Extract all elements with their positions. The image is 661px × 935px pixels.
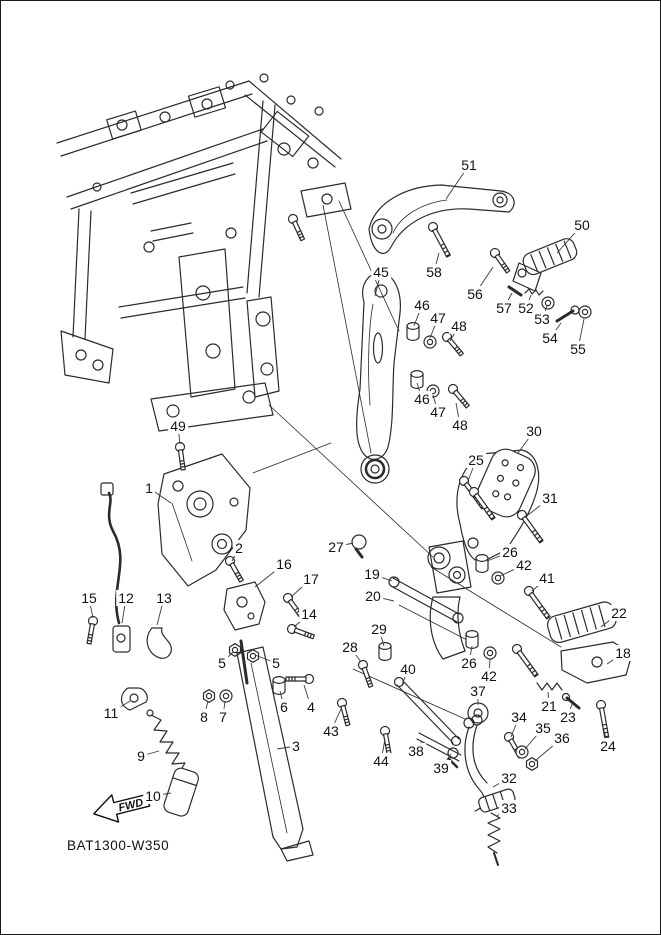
callout-11: 11 [101, 704, 121, 722]
callout-47: 47 [428, 309, 448, 327]
callout-18: 18 [613, 644, 633, 662]
callout-42: 42 [514, 556, 534, 574]
callout-31: 31 [540, 489, 560, 507]
footrest-50 [488, 238, 592, 323]
callout-28: 28 [340, 638, 360, 656]
callout-49: 49 [168, 417, 188, 435]
callout-34: 34 [509, 708, 529, 726]
callout-8: 8 [198, 708, 210, 726]
callout-39: 39 [431, 759, 451, 777]
callout-47: 47 [428, 403, 448, 421]
callout-13: 13 [154, 589, 174, 607]
callout-38: 38 [406, 742, 426, 760]
callout-51: 51 [459, 156, 479, 174]
callout-5: 5 [270, 654, 282, 672]
callout-55: 55 [568, 340, 588, 358]
callout-54: 54 [540, 329, 560, 347]
callout-46: 46 [412, 390, 432, 408]
brake-pedal-linkage [335, 641, 539, 866]
callout-46: 46 [412, 296, 432, 314]
fwd-label: FWD [117, 797, 144, 815]
callout-43: 43 [321, 722, 341, 740]
callout-9: 9 [135, 747, 147, 765]
callout-25: 25 [466, 451, 486, 469]
callout-37: 37 [468, 682, 488, 700]
callout-32: 32 [499, 769, 519, 787]
callout-36: 36 [552, 729, 572, 747]
callout-17: 17 [301, 570, 321, 588]
callout-6: 6 [278, 698, 290, 716]
callout-12: 12 [116, 589, 136, 607]
callout-44: 44 [371, 752, 391, 770]
callout-22: 22 [609, 604, 629, 622]
frame-artwork [56, 73, 352, 432]
stand-bracket-1 [157, 441, 316, 642]
callout-42: 42 [479, 667, 499, 685]
callout-48: 48 [450, 416, 470, 434]
callout-41: 41 [537, 569, 557, 587]
callout-1: 1 [143, 479, 155, 497]
callout-53: 53 [532, 310, 552, 328]
callout-29: 29 [369, 620, 389, 638]
callout-16: 16 [274, 555, 294, 573]
pivot-linkage-cluster [351, 534, 553, 679]
callout-23: 23 [558, 708, 578, 726]
callout-19: 19 [362, 565, 382, 583]
callout-33: 33 [499, 799, 519, 817]
callout-48: 48 [449, 317, 469, 335]
callout-21: 21 [539, 697, 559, 715]
callout-26: 26 [500, 543, 520, 561]
bracket-arm-51 [368, 184, 515, 259]
callout-20: 20 [363, 587, 383, 605]
callout-27: 27 [326, 538, 346, 556]
callout-40: 40 [398, 660, 418, 678]
callout-45: 45 [371, 263, 391, 281]
callout-10: 10 [143, 787, 163, 805]
callout-56: 56 [465, 285, 485, 303]
assembly-axis-lines [252, 200, 562, 720]
callout-24: 24 [598, 737, 618, 755]
diagram-code: BAT1300-W350 [67, 838, 170, 853]
callout-5: 5 [216, 654, 228, 672]
callout-35: 35 [533, 719, 553, 737]
callout-15: 15 [79, 589, 99, 607]
callout-26: 26 [459, 654, 479, 672]
callout-4: 4 [305, 698, 317, 716]
callout-2: 2 [233, 539, 245, 557]
callout-58: 58 [424, 263, 444, 281]
callout-14: 14 [299, 605, 319, 623]
side-stand-3 [120, 639, 315, 862]
callout-7: 7 [217, 708, 229, 726]
callout-30: 30 [524, 422, 544, 440]
callout-3: 3 [290, 737, 302, 755]
callout-50: 50 [572, 216, 592, 234]
callout-52: 52 [516, 299, 536, 317]
callout-57: 57 [494, 299, 514, 317]
